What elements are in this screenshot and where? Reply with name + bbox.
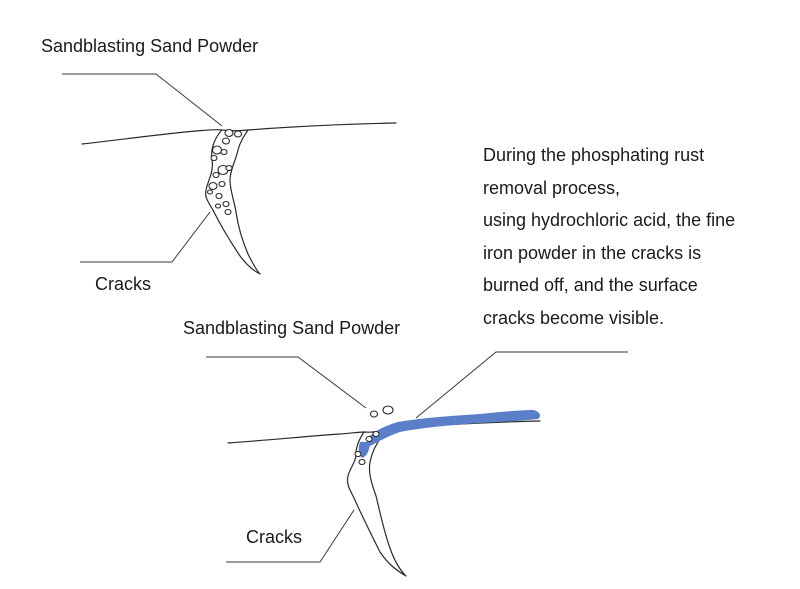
description-line: burned off, and the surface — [483, 275, 698, 296]
top-cracks-leader — [80, 211, 211, 263]
process-description: During the phosphating rust removal proc… — [483, 139, 783, 335]
bottom-powder-leader — [206, 356, 367, 409]
top-sand-grains — [206, 128, 243, 216]
bottom-crack-illustration — [206, 351, 628, 577]
bottom-powder-label: Sandblasting Sand Powder — [183, 318, 401, 338]
bottom-sand-grains — [354, 405, 394, 466]
top-crack-outline — [205, 129, 261, 275]
description-line: using hydrochloric acid, the fine — [483, 210, 736, 231]
top-cracks-label: Cracks — [95, 274, 152, 294]
description-line: iron powder in the cracks is — [483, 242, 702, 263]
top-crack-illustration — [62, 73, 397, 275]
bottom-cracks-label: Cracks — [246, 527, 303, 547]
bottom-cracks-leader — [226, 509, 355, 563]
bottom-highlight-leader — [415, 351, 628, 419]
bottom-blue-highlight — [366, 410, 541, 446]
description-line: During the phosphating rust — [483, 145, 705, 165]
top-powder-leader — [62, 73, 223, 127]
description-line: cracks become visible. — [483, 307, 665, 328]
bottom-crack-outline — [346, 431, 407, 577]
description-line: removal process, — [483, 177, 621, 198]
top-powder-label: Sandblasting Sand Powder — [41, 36, 259, 56]
